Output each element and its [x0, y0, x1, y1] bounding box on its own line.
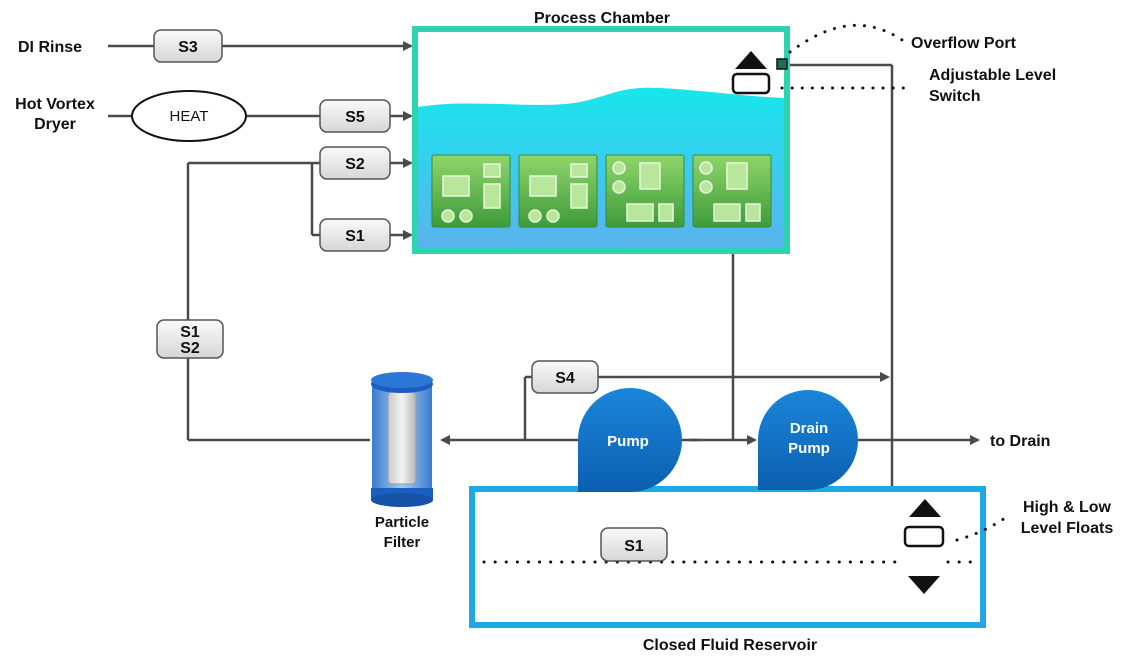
filter-label-2: Filter [384, 534, 421, 551]
filter-label-1: Particle [375, 514, 429, 531]
pump-label: Pump [607, 433, 649, 450]
circuit-board [605, 154, 685, 228]
adjustable-level-switch [731, 51, 771, 95]
valve-s1-s2[interactable]: S1 S2 [156, 319, 224, 359]
floats-label-1: High & Low [1023, 499, 1112, 516]
valve-s3-label: S3 [178, 39, 198, 56]
valve-s5-label: S5 [345, 109, 365, 126]
valve-s3[interactable]: S3 [153, 29, 223, 63]
valve-s5[interactable]: S5 [319, 99, 391, 133]
valve-s1-label: S1 [345, 228, 365, 245]
pipe-network [108, 41, 980, 600]
valve-s2[interactable]: S2 [319, 146, 391, 180]
floats-label-2: Level Floats [1021, 520, 1114, 537]
pump[interactable]: Pump [578, 388, 682, 492]
valve-s2-label: S2 [345, 156, 365, 173]
valve-s1-reservoir-label: S1 [624, 538, 644, 555]
level-switch-label-1: Adjustable Level [929, 67, 1056, 84]
to-drain-label: to Drain [990, 433, 1050, 450]
drain-pump[interactable]: Drain Pump [758, 390, 858, 490]
hot-vortex-label-1: Hot Vortex [15, 96, 95, 113]
valve-s4[interactable]: S4 [531, 360, 599, 394]
heater-label: HEAT [170, 108, 209, 125]
overflow-port [776, 58, 788, 70]
high-low-level-floats [903, 499, 945, 594]
closed-fluid-reservoir [469, 486, 986, 628]
valve-s1s2-label-1: S1 [180, 324, 200, 341]
di-rinse-label: DI Rinse [18, 39, 82, 56]
level-switch-label-2: Switch [929, 88, 981, 105]
chamber-title: Process Chamber [534, 10, 670, 27]
heater[interactable]: HEAT [131, 90, 247, 142]
circuit-board [518, 154, 598, 228]
valve-s1-chamber[interactable]: S1 [319, 218, 391, 252]
hot-vortex-label-2: Dryer [34, 116, 76, 133]
overflow-port-label: Overflow Port [911, 35, 1017, 52]
circuit-board [431, 154, 511, 228]
callout-leaders [780, 23, 1007, 542]
reservoir-title: Closed Fluid Reservoir [643, 637, 817, 654]
valve-s1-reservoir[interactable]: S1 [600, 527, 668, 562]
particle-filter [371, 372, 433, 507]
drain-pump-label-1: Drain [790, 420, 828, 437]
valve-s1s2-label-2: S2 [180, 340, 200, 357]
circuit-board [692, 154, 772, 228]
drain-pump-label-2: Pump [788, 440, 830, 457]
valve-s4-label: S4 [555, 370, 575, 387]
